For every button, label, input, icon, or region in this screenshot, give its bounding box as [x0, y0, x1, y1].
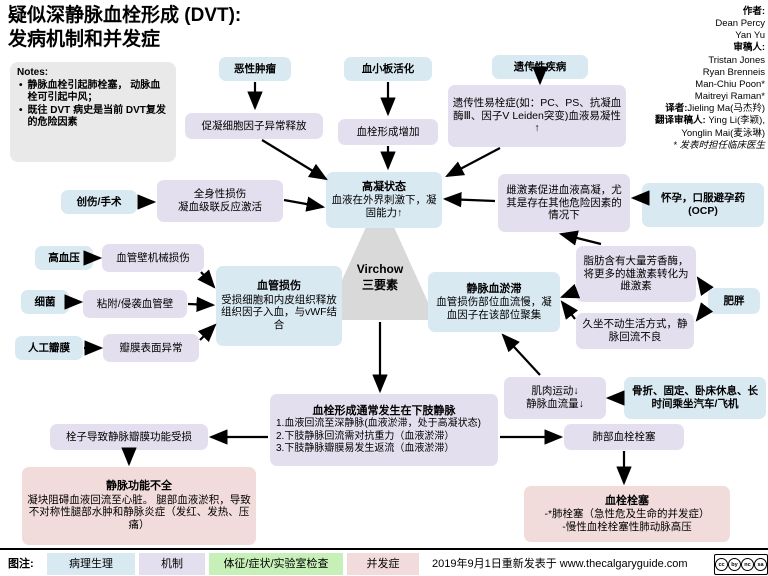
node-hereditary-disease: 遗传性疾病: [492, 55, 588, 79]
notes-title: Notes:: [17, 67, 49, 78]
node-title: 血栓形成通常发生在下肢静脉: [312, 405, 456, 418]
credit-line: 审稿人:: [733, 42, 765, 54]
legend-signs-symptoms: 体征/症状/实验室检查: [209, 553, 343, 575]
node-mechanical-damage: 血管壁机械损伤: [102, 244, 204, 272]
credits-block: 作者: Dean Percy Yan Yu 审稿人: Tristan Jones…: [595, 6, 765, 152]
node-thrombus-increase: 血栓形成增加: [338, 119, 438, 145]
credit-line: 译者:Jieling Ma(马杰羚): [665, 103, 765, 115]
credit-line: Maitreyi Raman*: [694, 91, 765, 103]
node-malignancy: 恶性肿瘤: [219, 57, 291, 81]
cc-icon: cc: [715, 558, 728, 571]
cc-license-badge: cc by nc sa: [714, 554, 768, 575]
node-body: 血管损伤部位血流慢，凝血因子在该部位聚集: [436, 295, 552, 321]
node-hypertension: 高血压: [35, 246, 93, 270]
node-trauma-surgery: 创伤/手术: [61, 190, 137, 214]
legend-bar: 图注: 病理生理 机制 体征/症状/实验室检查 并发症 2019年9月1日重新发…: [0, 548, 768, 576]
credit-line: 作者:: [742, 6, 765, 17]
node-prosthetic-valve: 人工瓣膜: [15, 336, 83, 360]
node-title: 静脉功能不全: [106, 480, 172, 493]
node-sedentary-lifestyle: 久坐不动生活方式，静脉回流不良: [576, 313, 694, 349]
notes-box: Notes: 静脉血栓引起肺栓塞， 动脉血栓可引起中风； 既往 DVT 病史是当…: [10, 62, 176, 162]
credit-line: Man-Chiu Poon*: [695, 78, 765, 90]
node-thrombophilia: 遗传性易栓症(如：PC、PS、抗凝血酶Ⅲ、因子V Leiden突变)血液易凝性↑: [448, 85, 626, 147]
node-title: 血管损伤: [257, 280, 301, 293]
virchow-triangle-label: Virchow 三要素: [356, 262, 404, 292]
node-platelet-activation: 血小板活化: [344, 57, 432, 81]
node-bacteria: 细菌: [21, 290, 69, 314]
node-pulmonary-thromboembolus: 肺部血栓栓塞: [564, 424, 684, 450]
node-line: -慢性血栓栓塞性肺动脉高压: [562, 520, 692, 533]
node-immobility: 骨折、固定、卧床休息、长时间乘坐汽车/飞机: [624, 377, 766, 419]
node-body: 血液在外界刺激下，凝固能力↑: [331, 193, 437, 219]
node-line: 3.下肢静脉瓣膜易发生返流（血液淤滞）: [276, 442, 455, 454]
legend-complications: 并发症: [347, 553, 419, 575]
node-line: 1.血液回流至深静脉(血液淤滞，处于高凝状态): [276, 418, 481, 430]
node-title: 高凝状态: [362, 180, 406, 193]
node-pregnancy-ocp: 怀孕，口服避孕药 (OCP): [642, 183, 764, 227]
credit-line: Yonglin Mai(麦泳琳): [681, 127, 765, 139]
credit-line: Ryan Brenneis: [702, 66, 765, 78]
node-vessel-adhesion: 粘附/侵袭血管壁: [83, 290, 187, 318]
node-thromboembolism: 血栓栓塞 -*肺栓塞（急性危及生命的并发症） -慢性血栓栓塞性肺动脉高压: [524, 486, 730, 542]
node-valve-surface-abnormal: 瓣膜表面异常: [103, 334, 199, 362]
legend-mechanism: 机制: [139, 553, 205, 575]
node-title: 静脉血淤滞: [466, 282, 522, 295]
note-item: 既往 DVT 病史是当前 DVT复发 的危险因素: [17, 105, 169, 130]
node-line: -*肺栓塞（急性危及生命的并发症）: [544, 507, 710, 520]
node-body: 受损细胞和内皮组织释放组织因子入血，与vWF结合: [220, 293, 338, 332]
cc-by-icon: by: [728, 558, 741, 571]
node-line: 2.下肢静脉回流需对抗重力（血液淤滞）: [276, 430, 455, 442]
node-muscle-movement-decrease: 肌肉运动↓ 静脉血流量↓: [504, 377, 606, 419]
credit-line: * 发表时担任临床医生: [673, 139, 765, 151]
node-venous-stasis: 静脉血淤滞 血管损伤部位血流慢，凝血因子在该部位聚集: [428, 272, 560, 332]
note-item: 静脉血栓引起肺栓塞， 动脉血栓可引起中风；: [17, 80, 169, 105]
page-title: 疑似深静脉血栓形成 (DVT):发病机制和并发症: [8, 5, 242, 50]
node-body: 凝块阻碍血液回流至心脏。 腿部血液淤积，导致不对称性腿部水肿和静脉炎症（发红、发…: [27, 493, 251, 532]
credit-line: Dean Percy: [715, 18, 765, 30]
cc-sa-icon: sa: [754, 558, 767, 571]
node-estrogen-hypercoag: 雌激素促进血液高凝，尤其是存在其他危险因素的情况下: [498, 174, 630, 232]
node-fat-aromatase: 脂肪含有大量芳香酶，将更多的雄激素转化为雌激素: [576, 246, 696, 302]
node-vessel-injury: 血管损伤 受损细胞和内皮组织释放组织因子入血，与vWF结合: [216, 266, 342, 346]
node-obesity: 肥胖: [708, 288, 760, 314]
node-title: 血栓栓塞: [605, 494, 649, 507]
legend-pathophysiology: 病理生理: [47, 553, 135, 575]
cc-nc-icon: nc: [741, 558, 754, 571]
footer-republish-date: 2019年9月1日重新发表于 www.thecalgaryguide.com: [432, 558, 688, 570]
node-procoagulant-release: 促凝细胞因子异常释放: [185, 113, 323, 139]
legend-label: 图注:: [8, 558, 34, 570]
credit-line: Tristan Jones: [708, 54, 765, 66]
credit-line: Yan Yu: [735, 30, 765, 42]
node-lower-limb-thrombus: 血栓形成通常发生在下肢静脉 1.血液回流至深静脉(血液淤滞，处于高凝状态) 2.…: [270, 394, 498, 466]
node-systemic-injury: 全身性损伤 凝血级联反应激活: [157, 180, 283, 222]
node-hypercoagulable-state: 高凝状态 血液在外界刺激下，凝固能力↑: [326, 172, 442, 228]
credit-line: 翻译审稿人: Ying Li(李颖),: [655, 115, 765, 127]
node-embolus-valve-damage: 栓子导致静脉瓣膜功能受损: [50, 424, 208, 450]
node-venous-insufficiency: 静脉功能不全 凝块阻碍血液回流至心脏。 腿部血液淤积，导致不对称性腿部水肿和静脉…: [22, 467, 256, 545]
